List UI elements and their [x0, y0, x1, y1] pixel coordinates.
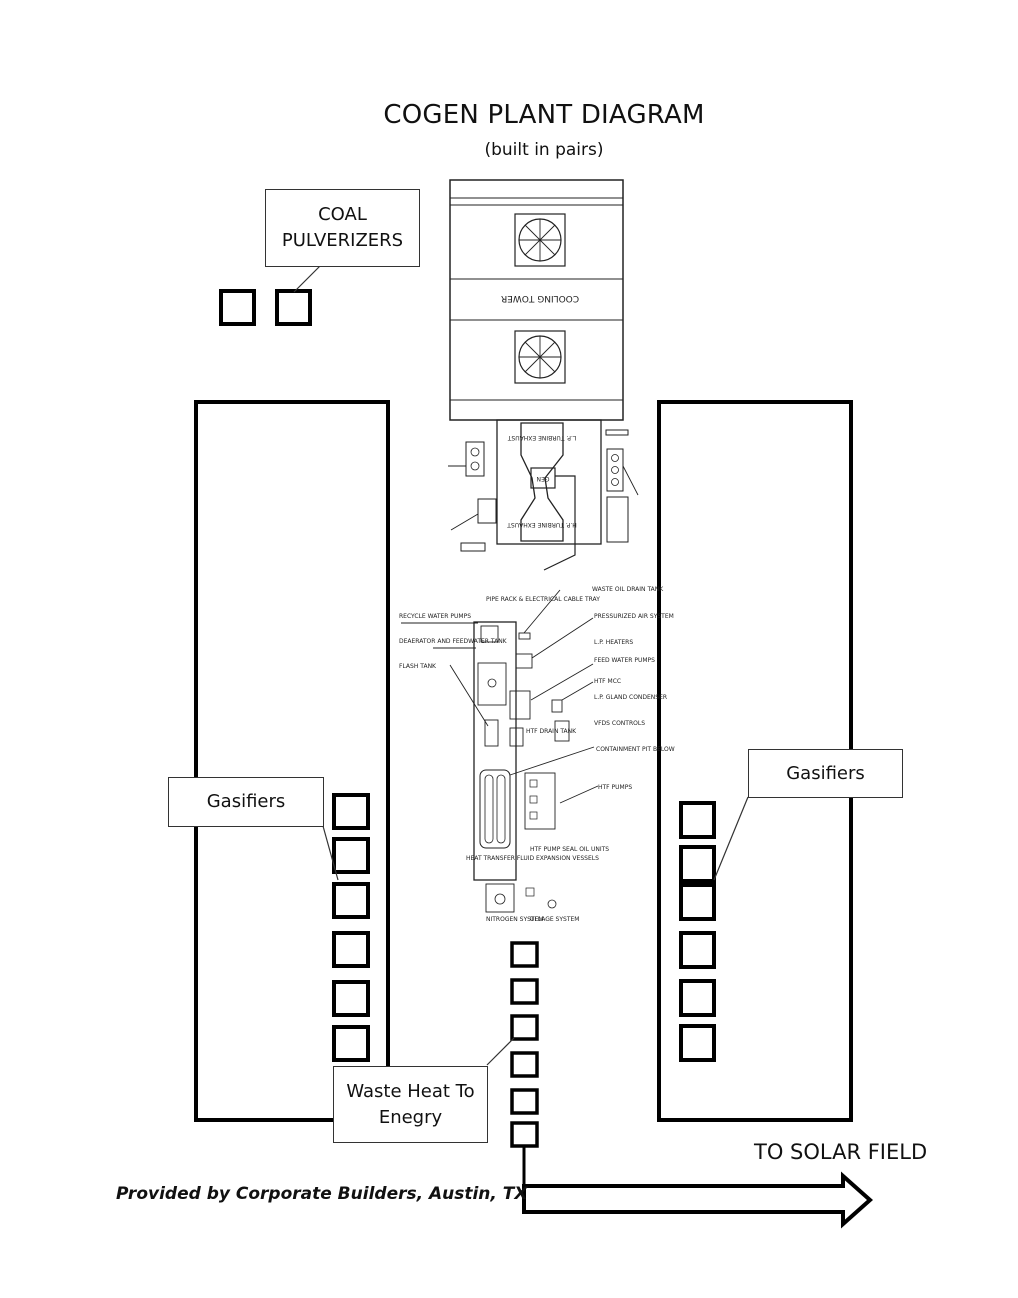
right-gasifier-stack	[679, 801, 716, 1062]
cooling-tower-label: COOLING TOWER	[501, 293, 579, 303]
left-building	[194, 400, 390, 1122]
gen-label: GEN	[537, 475, 550, 482]
expansion-label: HEAT TRANSFER FLUID EXPANSION VESSELS	[466, 855, 599, 862]
hp-turbine-label: H.P. TURBINE EXHAUST	[507, 521, 577, 528]
lp-heaters-label: L.P. HEATERS	[594, 639, 633, 646]
pulverizer-box	[219, 289, 256, 326]
flash-tank-label: FLASH TANK	[399, 663, 437, 670]
vfds-label: VFDS CONTROLS	[594, 720, 645, 727]
turbine-hall	[448, 419, 639, 571]
pulverizer-box	[275, 289, 312, 326]
pulverizer-leader	[293, 265, 321, 293]
gasifiers-left-callout: Gasifiers	[168, 777, 324, 827]
feed-water-label: FEED WATER PUMPS	[594, 657, 655, 664]
htf-drain-label: HTF DRAIN TANK	[526, 728, 577, 735]
left-gasifier-leader	[322, 825, 339, 881]
seal-oil-label: HTF PUMP SEAL OIL UNITS	[530, 846, 609, 853]
credit-line: Provided by Corporate Builders, Austin, …	[116, 1184, 528, 1204]
right-gasifier-leader	[713, 796, 749, 881]
htf-mcc-label: HTF MCC	[594, 678, 621, 685]
pressurized-air-label: PRESSURIZED AIR SYSTEM	[594, 613, 674, 620]
htf-pumps-label: HTF PUMPS	[598, 784, 632, 791]
lp-turbine-label: L.P. TURBINE EXHAUST	[507, 434, 576, 441]
lp-gland-label: L.P. GLAND CONDENSER	[594, 694, 667, 701]
cooling-tower: COOLING TOWER	[449, 179, 624, 421]
equipment-pad	[401, 589, 599, 913]
deaerator-label: DEAERATOR AND FEEDWATER TANK	[399, 638, 508, 645]
diagram-title: COGEN PLANT DIAGRAM	[383, 100, 705, 130]
nitrogen-label: NITROGEN SYSTEM	[486, 916, 544, 923]
waste-heat-leader	[486, 1037, 515, 1066]
coal-pulverizers-callout: COAL PULVERIZERS	[265, 189, 420, 267]
gasifiers-right-callout: Gasifiers	[748, 749, 903, 798]
recycle-water-label: RECYCLE WATER PUMPS	[399, 613, 471, 620]
waste-heat-callout: Waste Heat To Enegry	[333, 1066, 488, 1143]
gasifiers-right-label: Gasifiers	[786, 762, 865, 784]
solar-field-label: TO SOLAR FIELD	[754, 1140, 928, 1164]
containment-label: CONTAINMENT PIT BELOW	[596, 746, 675, 753]
waste-heat-label: Waste Heat To Enegry	[346, 1080, 475, 1128]
waste-oil-label: WASTE OIL DRAIN TANK	[592, 586, 664, 593]
gasifiers-left-label: Gasifiers	[206, 791, 286, 812]
solar-arrow	[522, 1171, 874, 1229]
waste-heat-stack	[510, 941, 539, 1148]
left-gasifier-stack	[332, 793, 370, 1062]
coal-pulverizers-label: COAL PULVERIZERS	[281, 204, 404, 251]
pipe-rack-label: PIPE RACK & ELECTRICAL CABLE TRAY	[486, 596, 600, 603]
diagram-subtitle: (built in pairs)	[484, 140, 604, 160]
ullage-label: ULLAGE SYSTEM	[530, 916, 579, 923]
